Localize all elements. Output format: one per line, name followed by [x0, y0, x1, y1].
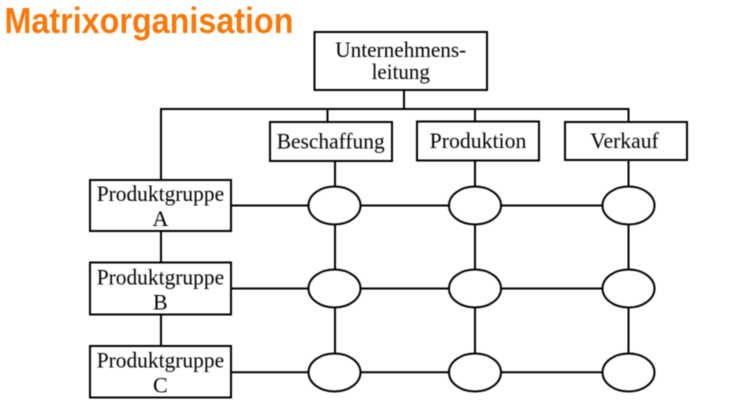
svg-text:Produktion: Produktion	[430, 128, 527, 153]
svg-text:Unternehmens-: Unternehmens-	[335, 37, 466, 62]
svg-text:Produktgruppe: Produktgruppe	[97, 347, 224, 372]
svg-text:Verkauf: Verkauf	[590, 128, 659, 153]
svg-text:B: B	[153, 290, 168, 315]
svg-text:Produktgruppe: Produktgruppe	[97, 264, 224, 289]
svg-text:C: C	[153, 373, 168, 398]
svg-text:A: A	[152, 206, 168, 231]
svg-text:Matrixorganisation: Matrixorganisation	[5, 0, 294, 41]
svg-text:leitung: leitung	[372, 59, 430, 84]
svg-text:Produktgruppe: Produktgruppe	[97, 181, 224, 206]
svg-text:Beschaffung: Beschaffung	[277, 129, 385, 154]
